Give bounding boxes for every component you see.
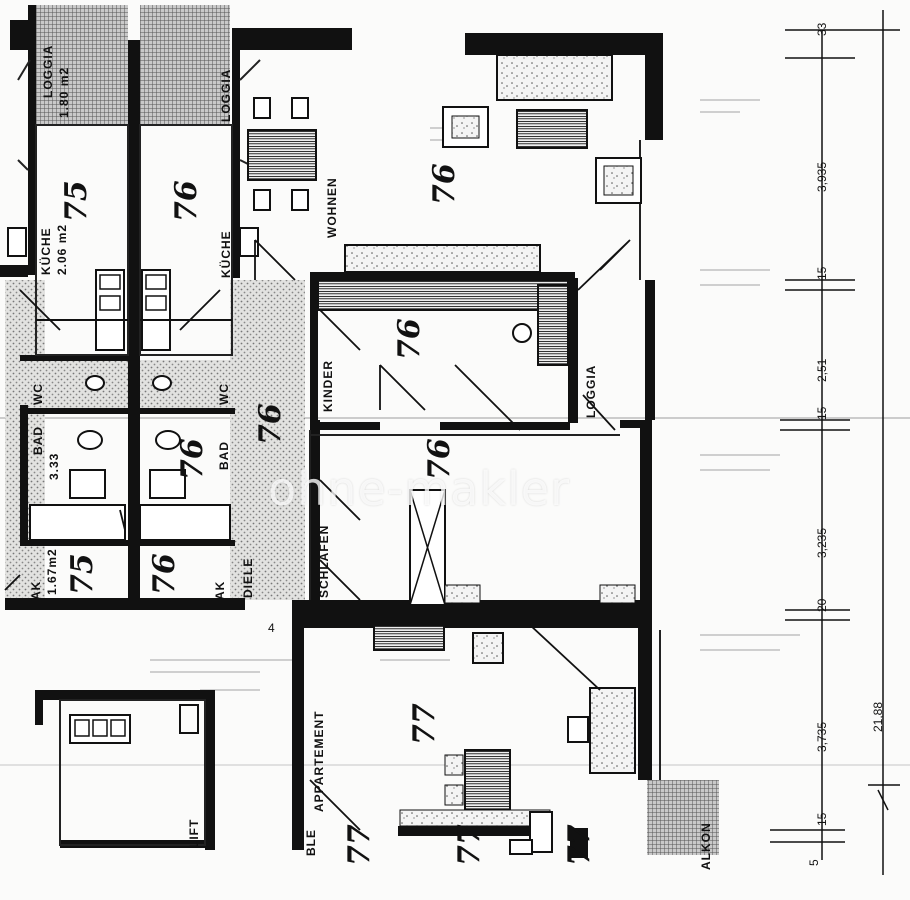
loggia-hatch [30, 5, 719, 855]
room-label-ble: BLE [304, 829, 318, 856]
furniture [69, 54, 642, 853]
dimension-label: 3,935 [815, 161, 829, 192]
room-label-loggia-left: LOGGIA [41, 44, 55, 98]
bathrooms [29, 375, 533, 855]
room-label-wc-left: WC [31, 383, 45, 405]
dimension-label: 33 [815, 22, 829, 36]
dimension-label: 15 [815, 812, 829, 826]
room-area-loggia-left: 1.80 m2 [57, 66, 71, 118]
room-label-kueche-mid: KÜCHE [219, 230, 233, 278]
unit-number: 76 [175, 438, 210, 480]
room-area-ak-left: 1.67m2 [45, 548, 59, 595]
room-label-diele: DIELE [241, 557, 255, 598]
room-label-balkon: ALKON [699, 822, 713, 870]
dimension-label: 2,51 [815, 358, 829, 382]
room-label-schlafen: SCHLAFEN [317, 524, 331, 598]
room-label-lift: LIFT [187, 818, 201, 848]
room-label-kueche-left: KÜCHE [39, 227, 53, 275]
dimension-label: 21,88 [871, 701, 885, 732]
unit-number: 77 [342, 824, 377, 866]
doors [4, 239, 631, 831]
floor-hatch [5, 280, 305, 600]
room-label-ak-left: AK [29, 580, 43, 600]
unit-number: 75 [59, 180, 94, 222]
room-area-kueche-left: 2.06 m2 [55, 223, 69, 275]
unit-number: 76 [147, 553, 182, 595]
room-label-wohnen: WOHNEN [325, 177, 339, 238]
unit-number: 75 [65, 553, 100, 595]
thin-walls [17, 59, 661, 846]
unit-number: 77 [562, 824, 597, 866]
room-label-ak-mid: AK [213, 580, 227, 600]
watermark: ohne-makler [268, 462, 570, 516]
unit-number: 76 [392, 318, 427, 360]
unit-number: 76 [253, 403, 288, 445]
dimension-label: 3,235 [815, 527, 829, 558]
unit-number: 76 [427, 163, 462, 205]
unit-number: 77 [407, 703, 442, 745]
room-label-bad-mid: BAD [217, 441, 231, 470]
unit-number: 77 [452, 824, 487, 866]
room-label-kinder: KINDER [321, 359, 335, 412]
dimension-label: 5 [807, 859, 821, 866]
room-area-bad-left: 3.33 [47, 452, 61, 480]
walls [0, 5, 663, 858]
dimension-label: 3,735 [815, 721, 829, 752]
room-label-appartement: APPARTEMENT [312, 710, 326, 812]
room-label-wc-mid: WC [217, 383, 231, 405]
unit-number: 76 [169, 180, 204, 222]
room-label-loggia-right: LOGGIA [584, 364, 598, 418]
dimension-label: 15 [815, 406, 829, 420]
room-label-loggia-mid: LOGGIA [219, 68, 233, 122]
dimension-label: 15 [815, 266, 829, 280]
dimension-label: 20 [815, 598, 829, 612]
dimension-lines [770, 10, 900, 875]
dimension-label: 4 [268, 621, 275, 635]
room-label-bad-left: BAD [31, 426, 45, 455]
